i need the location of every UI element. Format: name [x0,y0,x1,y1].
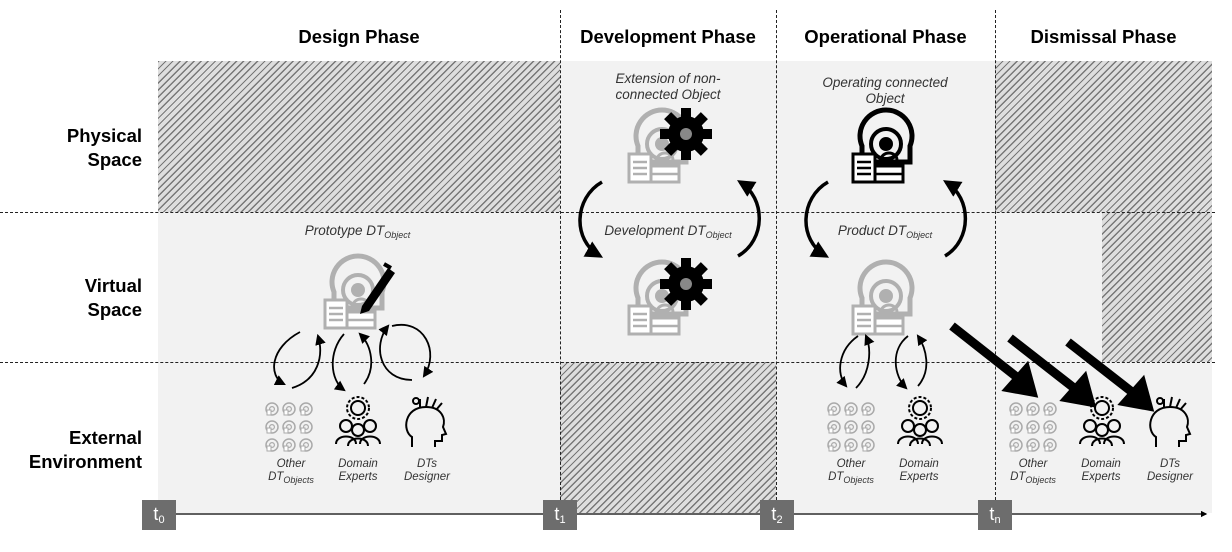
designer-head-icon [405,396,447,448]
caption-prototype-dt: Prototype DTObject [304,223,411,240]
gear-icon [660,108,712,160]
development-external-cell [560,362,776,513]
phase-dismissal: Dismissal Phase [1030,26,1177,47]
pencil-icon [360,262,395,314]
row-virtual-space: Virtual Space [84,275,142,320]
gear-icon [660,258,712,310]
operational-virtual-cell [776,212,995,362]
dismissal-virtual-hatch [1102,212,1212,362]
divider-tn [995,10,996,500]
mri-scanner-icon [853,110,912,182]
time-marker-tn: tn [978,500,1012,530]
design-physical-cell [158,61,560,212]
caption-development-dt: Development DTObject [604,223,732,240]
diagonal-arrow-icon [949,322,1155,412]
design-external-cell [158,362,560,513]
operational-external-cell [776,362,995,513]
divider-virtual-external [0,362,1215,363]
time-marker-t1: t1 [543,500,577,530]
row-external-environment: External Environment [28,427,142,472]
time-marker-t0: t0 [142,500,176,530]
caption-extension: Extension of non-connected Object [615,71,721,102]
cycle-arrow-icon [578,180,967,258]
dismissal-physical-cell [995,61,1212,212]
divider-t1 [560,10,561,500]
time-marker-t2: t2 [760,500,794,530]
cycle-arrow-icon [836,334,928,390]
phase-operational: Operational Phase [804,26,967,47]
divider-physical-virtual [0,212,1215,213]
designer-head-icon [1149,396,1191,448]
objects-grid-icon [1010,403,1056,451]
cycle-arrow-icon [273,323,434,392]
domain-experts-icon [897,396,943,447]
domain-experts-icon [335,396,381,447]
row-physical-space: Physical Space [66,125,142,170]
phase-design: Design Phase [298,26,420,47]
mri-scanner-icon [853,262,912,334]
objects-grid-icon [266,403,312,451]
objects-grid-icon [828,403,874,451]
phase-development: Development Phase [580,26,756,47]
divider-t2 [776,10,777,500]
caption-product-dt: Product DTObject [837,223,933,240]
